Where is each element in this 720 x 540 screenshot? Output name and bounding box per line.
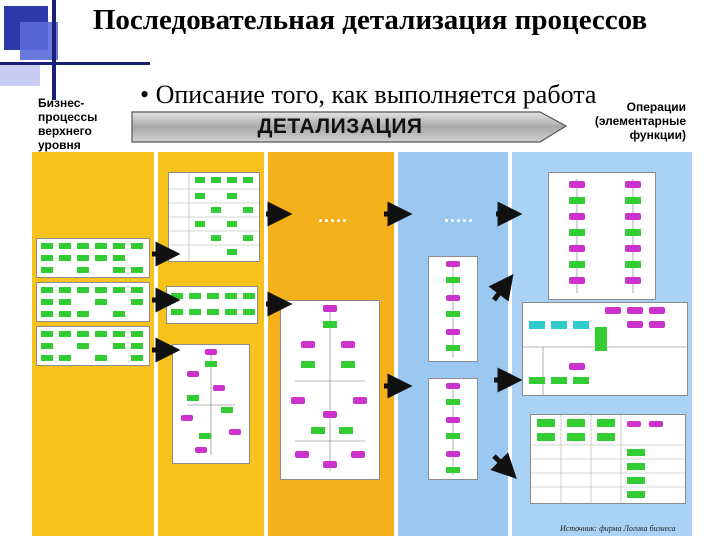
operation-chain-panel-2 [428, 378, 478, 480]
operation-chain-2 [446, 383, 460, 475]
subprocess-table-panel [168, 172, 260, 262]
detail-band-label: ДЕТАЛИЗАЦИЯ [257, 115, 423, 138]
operation-chain-1 [446, 261, 460, 357]
ellipsis-1: ..... [318, 206, 349, 226]
epc-diagram-2 [291, 305, 367, 471]
subprocess-table [169, 173, 259, 261]
title-decoration-hline [0, 62, 150, 65]
arrow-11 [490, 452, 517, 479]
epc-diagram-1 [181, 349, 241, 455]
operation-chain-panel-1 [428, 256, 478, 362]
function-chain-panel [548, 172, 656, 300]
org-function-panel [522, 302, 688, 396]
operations-label: Операции (элементарные функции) [594, 100, 686, 142]
detail-band-arrow [131, 111, 568, 143]
function-chain [569, 179, 641, 293]
top-level-processes-label: Бизнес- процессы верхнего уровня [38, 96, 98, 152]
epc-diagram-panel-2 [280, 300, 380, 480]
title-decoration-square-2 [20, 22, 58, 60]
process-map-2 [41, 287, 143, 317]
function-matrix [531, 415, 685, 503]
process-map-panel-1 [36, 238, 150, 278]
org-function-diagram [523, 307, 687, 395]
process-map-3 [41, 331, 143, 361]
function-matrix-panel [530, 414, 686, 504]
ellipsis-2: ..... [444, 206, 475, 226]
slide-title: Последовательная детализация процессов [92, 4, 648, 36]
title-decoration-vline [52, 0, 56, 100]
epc-diagram-panel-1 [172, 344, 250, 464]
process-map-panel-3 [36, 326, 150, 366]
arrow-9 [488, 274, 514, 302]
title-decoration-light [0, 64, 40, 86]
bullet-text: • Описание того, как выполняется работа [140, 80, 597, 109]
process-map-panel-2 [36, 282, 150, 322]
process-map-1 [41, 243, 143, 273]
source-note: Источник: фирма Логика бизнеса [560, 524, 676, 533]
